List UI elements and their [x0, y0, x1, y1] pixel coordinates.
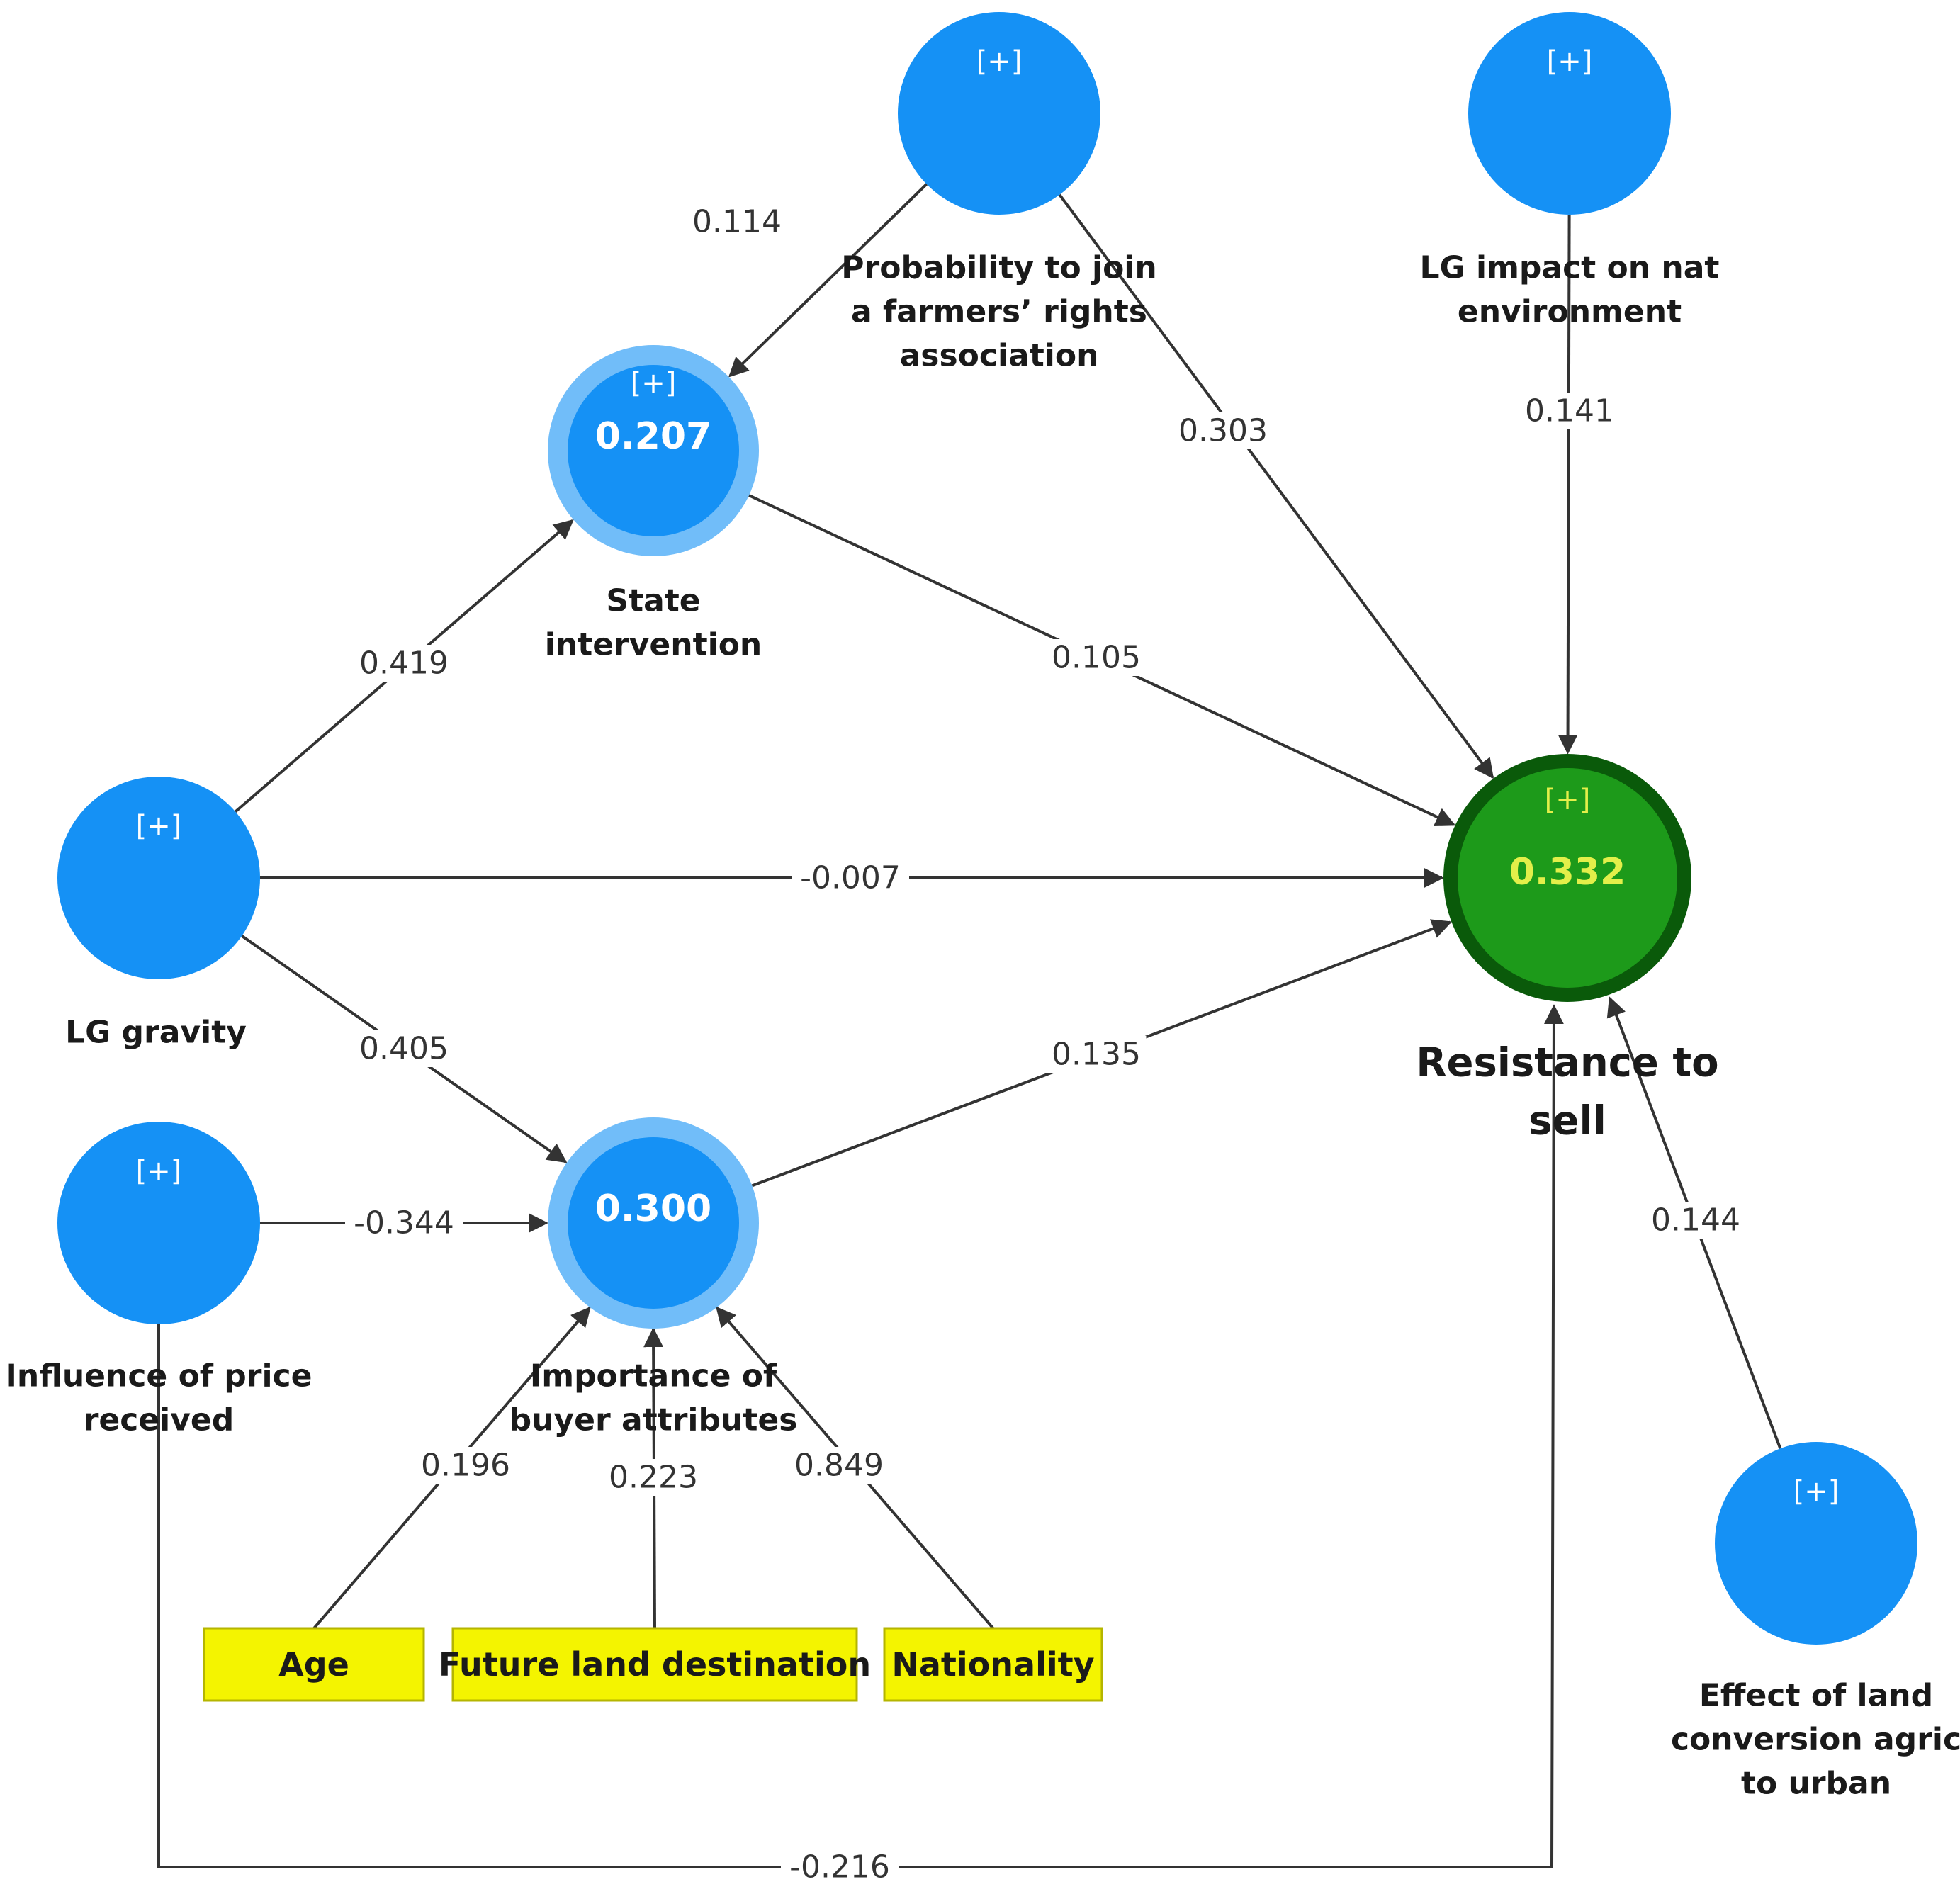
construct-label-line: LG impact on nat [1420, 250, 1720, 286]
edges-layer [157, 183, 1782, 1868]
path-line [728, 183, 928, 378]
construct-circle [57, 1122, 260, 1324]
construct-circle [568, 1137, 739, 1309]
path-line [1058, 193, 1494, 779]
construct-label-line: received [84, 1402, 235, 1438]
path-coefficient-label: 0.303 [1178, 413, 1268, 449]
moderator-box [203, 1627, 425, 1702]
construct-importance: 0.300 [548, 1117, 759, 1329]
construct-prob_join: [+] [898, 12, 1100, 215]
expand-marker[interactable]: [+] [631, 367, 677, 400]
moderator-future: Future land destination [439, 1627, 871, 1702]
construct-effect_land: [+] [1715, 1442, 1917, 1645]
path-coefficient-label: -0.344 [354, 1205, 454, 1241]
path-coefficient-label: 0.405 [359, 1031, 449, 1067]
path-coefficient-label: 0.135 [1052, 1037, 1141, 1073]
path-coefficient-label: 0.141 [1525, 393, 1614, 429]
r-squared-value: 0.300 [595, 1188, 711, 1230]
expand-marker[interactable]: [+] [1545, 784, 1591, 816]
construct-label-line: conversion agric [1671, 1722, 1960, 1758]
expand-marker[interactable]: [+] [136, 810, 182, 842]
coefficient-label-bg [687, 203, 787, 240]
coefficient-label-bg [345, 1205, 463, 1241]
coefficient-label-bg [1046, 1036, 1147, 1073]
construct-influence: [+] [57, 1122, 260, 1324]
moderator-label: Future land destination [439, 1645, 871, 1684]
coefficient-label-bg [354, 645, 454, 682]
coefficient-label-bg [1046, 639, 1147, 676]
path-coefficient-label: 0.196 [421, 1448, 510, 1484]
construct-label-line: Importance of [530, 1358, 777, 1394]
coefficient-label-bg [1519, 393, 1620, 429]
path-line [1558, 214, 1578, 755]
construct-lg_impact: [+] [1468, 12, 1671, 215]
path-coefficient-label: 0.849 [794, 1448, 884, 1484]
construct-label-line: association [900, 338, 1099, 374]
labels-layer: 0.114 0.303 0.141 0.419 0.105 -0.007 0.405 0.13… [6, 203, 1960, 1885]
coefficient-label-bg [781, 1849, 899, 1885]
construct-label-line: sell [1528, 1098, 1606, 1144]
construct-circle [1468, 12, 1671, 215]
path-prob_join-to-resistance [1058, 193, 1494, 779]
moderator-box [883, 1627, 1103, 1702]
expand-marker[interactable]: [+] [1547, 45, 1593, 78]
construct-label-line: environment [1458, 294, 1682, 330]
construct-label-line: Effect of land [1699, 1678, 1933, 1714]
expand-marker[interactable]: [+] [976, 45, 1023, 78]
coefficient-label-bg [354, 1030, 454, 1067]
construct-label-line: intervention [545, 627, 762, 663]
coefficient-label-bg [1173, 412, 1273, 449]
construct-circle [57, 777, 260, 979]
moderator-label: Age [278, 1645, 349, 1684]
construct-label-line: buyer attributes [509, 1402, 798, 1438]
coefficient-label-bg [415, 1447, 516, 1484]
path-line [157, 1004, 1564, 1868]
construct-lg_gravity: [+] [57, 777, 260, 979]
coefficient-label-bg [789, 1447, 889, 1484]
path-coefficient-label: 0.223 [609, 1460, 698, 1496]
construct-label-line: State [606, 583, 700, 619]
path-coefficient-label: 0.419 [359, 646, 449, 682]
construct-label-line: Probability to join [841, 250, 1156, 286]
r-squared-value: 0.332 [1509, 851, 1626, 894]
construct-label-line: to urban [1741, 1766, 1891, 1802]
path-influence-to-resistance [157, 1004, 1564, 1868]
path-coefficient-label: 0.105 [1052, 640, 1141, 676]
path-coefficient-label: 0.114 [692, 204, 782, 240]
construct-resistance: [+] 0.332 [1443, 754, 1691, 1002]
construct-label-line: LG gravity [65, 1015, 247, 1051]
moderator-age: Age [203, 1627, 425, 1702]
path-coefficient-label: -0.007 [800, 860, 901, 896]
construct-circle [1458, 768, 1677, 988]
moderator-nationality: Nationality [883, 1627, 1103, 1702]
path-coefficient-label: -0.216 [789, 1849, 890, 1885]
expand-marker[interactable]: [+] [1793, 1475, 1840, 1508]
coefficient-label-bg [1645, 1202, 1746, 1239]
coefficient-label-bg [792, 859, 909, 896]
construct-label-line: Resistance to [1416, 1040, 1718, 1086]
construct-state: [+] 0.207 [548, 345, 759, 556]
moderator-box [451, 1627, 858, 1702]
construct-circle [568, 365, 739, 536]
nodes-layer: Age Future land destination Nationality [+]… [57, 12, 1917, 1702]
r-squared-value: 0.207 [595, 415, 711, 458]
construct-label-line: Influence of price [6, 1358, 312, 1394]
construct-circle [898, 12, 1100, 215]
construct-label-line: a farmers’ rights [851, 294, 1147, 330]
moderator-label: Nationality [891, 1645, 1094, 1684]
expand-marker[interactable]: [+] [136, 1155, 182, 1188]
coefficient-label-bg [603, 1459, 704, 1496]
construct-circle [1715, 1442, 1917, 1645]
path-lg_impact-to-resistance [1558, 214, 1578, 755]
path-prob_join-to-state [728, 183, 928, 378]
path-coefficient-label: 0.144 [1651, 1202, 1740, 1239]
